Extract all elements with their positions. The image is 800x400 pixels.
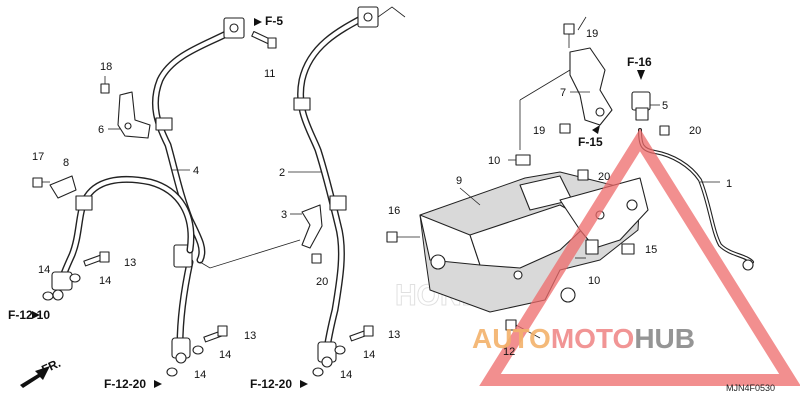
abs-modulator-9 — [419, 171, 649, 313]
ref-front: FR. — [39, 356, 62, 377]
callout-5: 5 — [662, 100, 668, 112]
watermark-triangle — [479, 128, 800, 386]
watermark-brand: AUTOMOTOHUB — [472, 323, 695, 354]
callouts: 1 2 3 4 5 6 7 8 9 10 10 11 12 13 13 13 1… — [32, 28, 732, 381]
callout-17: 17 — [32, 151, 44, 163]
three-way-joint-5 — [631, 91, 660, 121]
sealing-washers-14 — [42, 273, 346, 377]
callout-3: 3 — [281, 209, 287, 221]
ref-f5: F-5 — [265, 14, 283, 28]
callout-2: 2 — [279, 167, 285, 179]
clip-parts — [515, 154, 635, 255]
callout-13a: 13 — [124, 257, 136, 269]
callout-10b: 10 — [588, 275, 600, 287]
callout-20c: 20 — [598, 171, 610, 183]
bolt-20-left — [311, 253, 322, 264]
brake-hose-2 — [293, 6, 406, 368]
ref-f12-20-left: F-12-20 — [104, 377, 146, 391]
callout-4: 4 — [193, 165, 199, 177]
callout-14d: 14 — [194, 369, 206, 381]
bolt-11 — [251, 30, 277, 49]
callout-13c: 13 — [388, 329, 400, 341]
front-direction-arrow — [20, 366, 50, 388]
callout-14b: 14 — [99, 275, 111, 287]
bolt-20-unit — [577, 169, 589, 181]
hose-bracket-8 — [49, 175, 77, 199]
bolt-16 — [386, 231, 420, 243]
callout-1: 1 — [726, 178, 732, 190]
callout-20b: 20 — [316, 276, 328, 288]
bracket-7 — [569, 47, 613, 126]
ref-f12-20-right: F-12-20 — [250, 377, 292, 391]
bolt-19-mid — [559, 123, 571, 134]
callout-19b: 19 — [533, 125, 545, 137]
bolt-13-mid — [203, 325, 228, 343]
diagram-code: MJN4F0530 — [726, 383, 775, 393]
watermark-hub: HUB — [634, 323, 695, 354]
svg-text:AUTOMOTOHUB: AUTOMOTOHUB — [472, 323, 695, 354]
callout-12: 12 — [503, 346, 515, 358]
callout-16: 16 — [388, 205, 400, 217]
hose-clamp-6 — [108, 91, 151, 139]
bolt-13-right — [349, 325, 374, 342]
watermark-moto: MOTO — [551, 323, 634, 354]
callout-15: 15 — [645, 244, 657, 256]
bolt-13-left — [83, 251, 110, 267]
hose-bracket-3 — [199, 204, 323, 269]
ref-f12-10: F-12-10 — [8, 308, 50, 322]
leader-lines — [172, 16, 587, 259]
callout-18: 18 — [100, 61, 112, 73]
callout-7: 7 — [560, 87, 566, 99]
bolt-17 — [32, 177, 50, 188]
bolt-20-right — [659, 125, 670, 136]
callout-14a: 14 — [38, 264, 50, 276]
brake-hose-4 — [151, 17, 245, 364]
callout-13b: 13 — [244, 330, 256, 342]
callout-6: 6 — [98, 124, 104, 136]
callout-14e: 14 — [363, 349, 375, 361]
callout-14c: 14 — [219, 349, 231, 361]
callout-8: 8 — [63, 157, 69, 169]
brake-hose-8 — [51, 176, 195, 301]
bolt-18 — [100, 76, 110, 94]
callout-19a: 19 — [586, 28, 598, 40]
callout-20a: 20 — [689, 125, 701, 137]
ref-f16: F-16 — [627, 55, 652, 69]
callout-10a: 10 — [488, 155, 500, 167]
callout-11: 11 — [264, 68, 275, 80]
watermark-auto: AUTO — [472, 323, 551, 354]
callout-9: 9 — [456, 175, 462, 187]
bolt-19-top — [563, 23, 575, 48]
callout-14f: 14 — [340, 369, 352, 381]
ref-f15: F-15 — [578, 135, 603, 149]
